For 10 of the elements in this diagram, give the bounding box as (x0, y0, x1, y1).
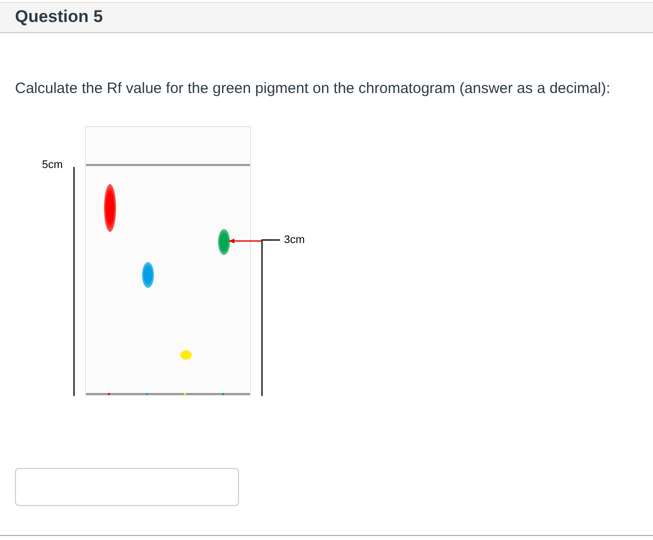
question-title: Question 5 (15, 7, 103, 27)
pigment-spot (180, 350, 192, 360)
chromatography-paper (85, 126, 251, 396)
pigment-spot (104, 184, 116, 232)
pigment-spot (218, 229, 230, 255)
dimension-label: 5cm (42, 159, 63, 171)
arrow (228, 238, 262, 244)
dimension-label: 3cm (284, 234, 305, 246)
pigment-spot (142, 262, 154, 288)
question-text: Calculate the Rf value for the green pigment on the chromatogram (answer as a decimal): (15, 80, 610, 97)
